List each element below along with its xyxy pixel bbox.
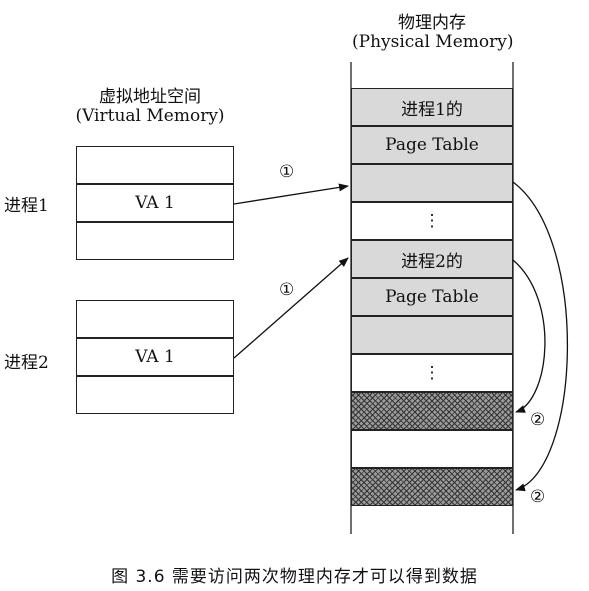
physical-cell-p1-pagetable-label: Page Table [351,126,513,164]
physical-memory-title: 物理内存 [398,13,466,33]
arrow-step1-process2 [233,257,349,359]
arrow-step2-process2 [512,259,546,413]
physical-cell-p2-pagetable-title: 进程2的 [351,240,513,278]
virtual-memory-subtitle: (Virtual Memory) [75,106,225,126]
arrow-step2-process1 [512,181,569,492]
process1-label: 进程1 [4,196,49,216]
physical-cell-ellipsis-2: ⋮ [351,354,513,392]
step1-marker-process1: ① [279,162,295,182]
process2-vm-row-top [76,300,234,338]
arrow-step1-process1 [233,183,349,205]
physical-cell-p2-pagetable-label: Page Table [351,278,513,316]
process2-vm-va1: VA 1 [76,338,234,376]
process1-vm-row-bottom [76,222,234,260]
physical-memory-subtitle: (Physical Memory) [352,32,514,52]
physical-cell-p1-pagetable-entry [351,164,513,202]
physical-cell-data-process2 [351,392,513,430]
virtual-memory-title: 虚拟地址空间 [99,87,201,107]
step2-marker-process2: ② [530,410,546,430]
process2-label: 进程2 [4,353,49,373]
physical-cell-data-process1 [351,468,513,506]
physical-cell-ellipsis-1: ⋮ [351,202,513,240]
step1-marker-process2: ① [279,280,295,300]
process2-vm-row-bottom [76,376,234,414]
figure-caption: 图 3.6 需要访问两次物理内存才可以得到数据 [111,567,478,587]
physical-cell-blank [351,430,513,468]
process1-vm-va1: VA 1 [76,184,234,222]
physical-cell-p2-pagetable-entry [351,316,513,354]
step2-marker-process1: ② [530,487,546,507]
physical-cell-p1-pagetable-title: 进程1的 [351,88,513,126]
process1-vm-row-top [76,146,234,184]
